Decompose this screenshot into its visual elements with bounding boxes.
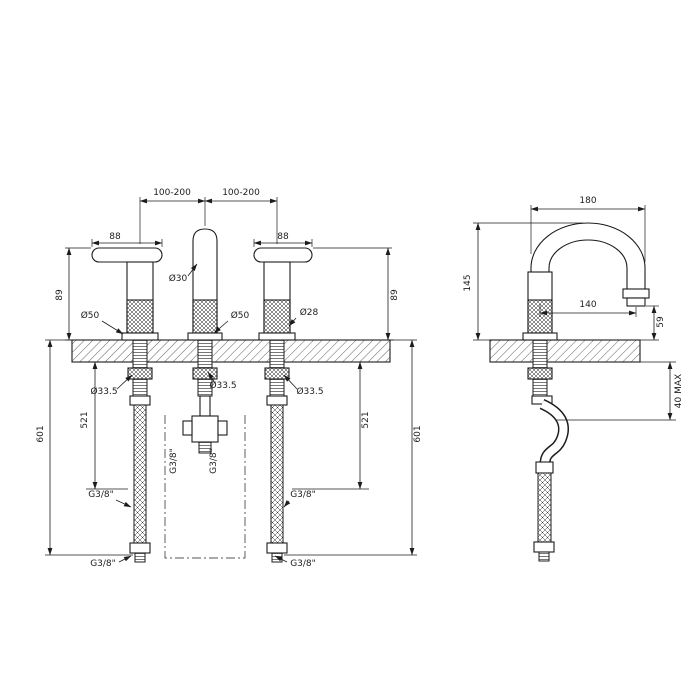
spout-supply [164,339,246,559]
side-dimensions: 180 145 140 59 40 MAX [463,196,684,421]
side-hose-end-nut [533,541,555,553]
dim-total-left-label: 601 [36,425,46,442]
dim-hose-right-label: 521 [361,411,371,428]
spout-side [522,222,650,341]
thread-tee-left-label: G3/8" [169,448,179,474]
dim-total-right-label: 601 [413,425,423,442]
left-handle-knurl [126,299,154,334]
dim-shank-right-label: Ø33.5 [296,386,323,397]
side-mounting-nut [527,367,553,380]
center-pipe [199,395,211,417]
dim-height-label: 145 [463,274,473,291]
right-hose-collar [266,395,288,406]
left-hose-tip [134,552,146,563]
left-flex-hose [133,404,147,544]
dim-spacing-right-label: 100-200 [222,188,260,198]
spout-knurl-front [192,299,218,334]
dim-deck-max-label: 40 MAX [674,374,684,408]
dim-lever-right-label: 88 [277,232,289,242]
spout-base-side [522,332,558,341]
tee-port-right [217,420,228,436]
side-hose-tip [538,551,550,562]
deck-front [71,339,391,363]
dim-shank-center-label: Ø33.5 [209,380,236,391]
dim-reach-label: 180 [579,196,596,206]
spout-aerator [626,297,646,307]
right-supply [264,339,290,563]
dim-outlet-height-label: 59 [656,316,666,328]
left-handle-front [91,247,163,341]
left-hose-end-nut [129,542,151,554]
deck-side [489,339,641,363]
spout-outlet [622,288,650,299]
right-handle-knurl [263,299,291,334]
hose-routing-centerline [164,415,246,559]
dim-height-right-label: 89 [390,289,400,301]
right-hose-end-nut [266,542,288,554]
dim-hose-left-label: 521 [80,411,90,428]
dim-shank-left-label: Ø33.5 [90,386,117,397]
right-flex-hose [270,404,284,544]
dim-spout-base-label: Ø50 [231,310,250,321]
dim-handle-base-left-label: Ø50 [81,310,100,321]
dim-spacing-left-label: 100-200 [153,188,191,198]
side-supply [527,339,569,562]
dim-handle-right-label: Ø28 [300,307,319,318]
side-view: 180 145 140 59 40 MAX [463,196,684,562]
left-mounting-nut [127,367,153,380]
left-hose-collar [129,395,151,406]
side-flex-hose [537,472,552,543]
left-supply [127,339,153,563]
right-handle-base [258,332,296,341]
left-handle-lever [91,247,163,263]
right-mounting-nut [264,367,290,380]
thread-end-right-label: G3/8" [290,559,316,569]
side-hose-curve [540,400,568,465]
front-view: 100-200 100-200 88 88 Ø30 Ø50 Ø50 Ø28 [36,188,423,569]
dim-outlet-offset-label: 140 [579,300,596,310]
right-handle-lever [253,247,313,263]
front-dimensions: 100-200 100-200 88 88 Ø30 Ø50 Ø50 Ø28 [36,188,423,569]
right-handle-front [253,247,313,341]
spout-front [187,228,223,341]
tee-body [191,415,219,443]
dim-spout-tube-label: Ø30 [169,273,188,284]
thread-tee-right-label: G3/8" [209,448,219,474]
center-mounting-nut [192,367,218,380]
spout-tube-side [530,222,646,290]
thread-hose-right-label: G3/8" [290,490,316,500]
dim-lever-left-label: 88 [109,232,121,242]
tee-port-bottom [198,441,212,454]
tee-port-left [182,420,193,436]
thread-end-left-label: G3/8" [90,559,116,569]
side-hose-connector [535,461,554,474]
dim-height-left-label: 89 [55,289,65,301]
thread-hose-left-label: G3/8" [88,490,114,500]
left-handle-base [121,332,159,341]
right-hose-tip [271,552,283,563]
spout-base-front [187,332,223,341]
